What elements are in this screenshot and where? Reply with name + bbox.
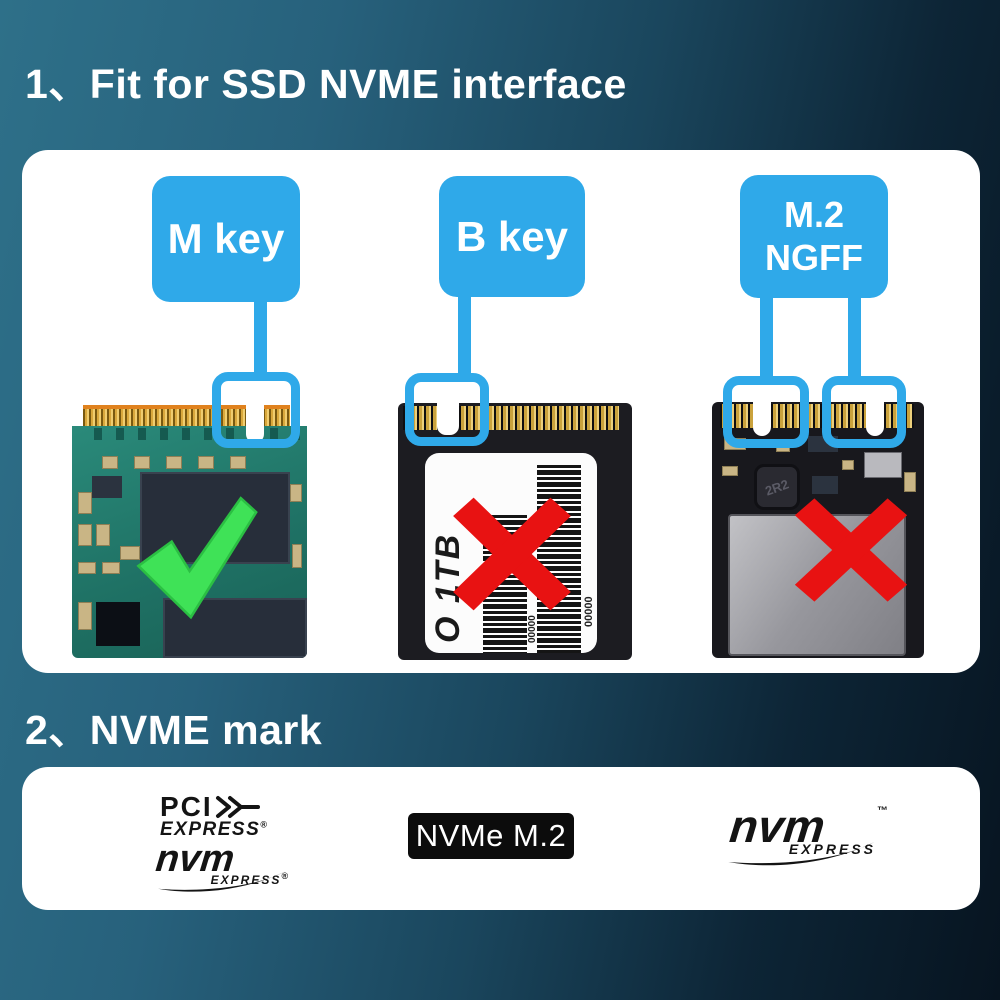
registered-mark: ®: [260, 819, 269, 830]
notch-highlight-m-key: [212, 372, 300, 448]
m-key-tag-label: M key: [167, 215, 285, 262]
m-key-tag: M key: [152, 176, 300, 302]
pci-express-nvm-logo: PCI EXPRESS® nvm EXPRESS®: [150, 791, 310, 892]
serial-number: 00000: [583, 596, 595, 627]
cross-icon: [453, 497, 571, 611]
nvme-m2-text: NVMe M.2: [415, 818, 567, 853]
m-key-notch: [866, 402, 884, 436]
m2-ngff-tag: M.2 NGFF: [740, 175, 888, 298]
pcie-arrow-icon: [215, 796, 260, 818]
notch-highlight-b-key: [405, 373, 489, 446]
b-key-tag-label: B key: [455, 212, 569, 260]
nvm-sub-text: EXPRESS: [210, 873, 282, 888]
nvm-express-logo: ™ nvm EXPRESS: [716, 800, 892, 885]
pointer-line-m-key: [254, 300, 267, 378]
section2-title: 2、NVME mark: [25, 707, 323, 753]
pointer-line-ngff-2: [848, 296, 861, 380]
notch-highlight-ngff-1: [723, 376, 809, 448]
cross-icon: [794, 498, 908, 602]
m2-ngff-tag-line2: NGFF: [765, 236, 863, 278]
nvme-m2-badge: NVMe M.2: [408, 813, 574, 859]
nvm-express-logo: nvm EXPRESS®: [154, 838, 296, 892]
swoosh-icon: [158, 871, 285, 892]
edge-connector-m-key: [83, 405, 290, 428]
green-pcb: [72, 426, 307, 658]
interface-compare-panel: M key B key M.2 NGFF: [22, 150, 980, 673]
inductor-chip: 2R2: [754, 464, 800, 510]
drive-label: O 1TB 00000 00000: [425, 453, 597, 653]
ssd-m2-ngff-image: 2R2: [712, 402, 924, 658]
section1-title: 1、Fit for SSD NVME interface: [25, 61, 627, 107]
check-icon: [136, 496, 258, 620]
registered-mark: ®: [281, 871, 290, 882]
m2-ngff-tag-line1: M.2: [783, 194, 844, 236]
swoosh-icon: [728, 842, 875, 866]
trademark-mark: ™: [877, 805, 888, 817]
b-key-tag: B key: [439, 176, 585, 297]
b-key-notch: [437, 403, 459, 435]
notch-highlight-ngff-2: [822, 376, 906, 448]
barcode: [537, 465, 581, 653]
nvm-sub-text: EXPRESS: [788, 840, 876, 857]
ssd-m-key-image: [72, 405, 307, 658]
m-key-notch: [246, 405, 264, 443]
nvme-marks-panel: PCI EXPRESS® nvm EXPRESS® NVMe M: [22, 767, 980, 910]
b-key-notch: [753, 402, 771, 436]
pointer-line-ngff-1: [760, 296, 773, 380]
pcie-sub-text: EXPRESS: [160, 819, 261, 840]
pointer-line-b-key: [458, 295, 471, 379]
pcie-brand-text: PCI: [160, 791, 213, 822]
inductor-label: 2R2: [763, 475, 791, 499]
